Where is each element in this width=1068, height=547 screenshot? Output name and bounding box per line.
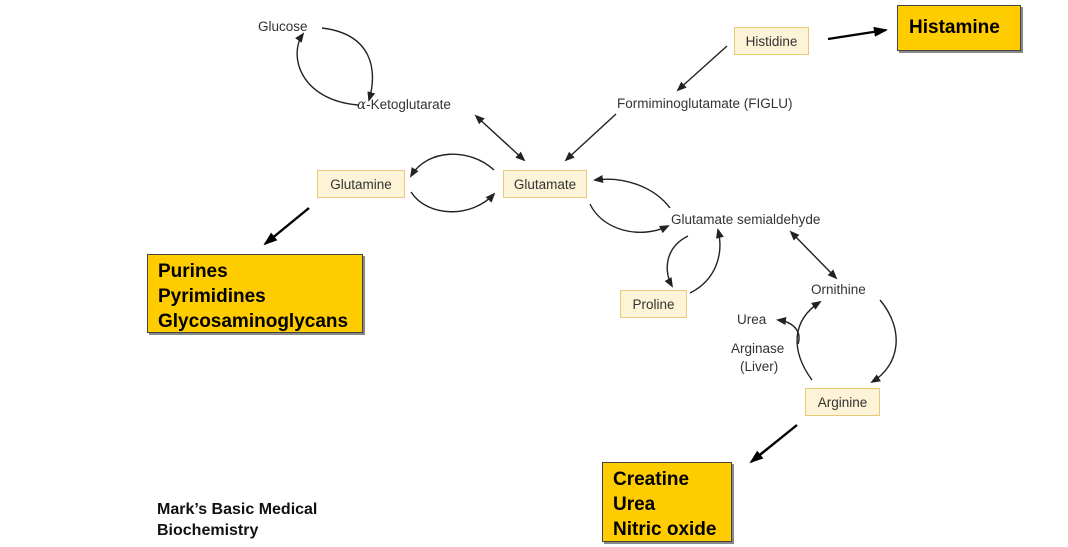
arrow-semialdehyde-to-glutamate <box>593 175 671 209</box>
arrow-glutamate-to-semialdehyde <box>589 203 670 234</box>
histamine-box: Histamine <box>897 5 1021 51</box>
glutamate-node: Glutamate <box>503 170 587 198</box>
arrow-glucose-to-ketoglutarate <box>321 27 376 102</box>
arrow-glutamine-to-glutamate <box>410 191 496 213</box>
arrow-proline-to-semialdehyde <box>689 228 724 294</box>
product-creatine: Creatine <box>613 469 690 490</box>
histamine-text: Histamine <box>909 17 1000 38</box>
arrow-ketoglutarate-glutamate <box>474 114 526 162</box>
glucose-label: Glucose <box>258 19 308 34</box>
arrow-arginine-to-products <box>749 424 798 464</box>
arginine-products-box: Creatine Urea Nitric oxide <box>602 462 732 542</box>
urea-label: Urea <box>737 312 767 327</box>
product-urea: Urea <box>613 494 656 515</box>
arginase-label: Arginase <box>731 341 785 356</box>
arrow-histidine-to-histamine <box>827 26 888 41</box>
source-line-2: Biochemistry <box>157 522 259 539</box>
source-citation: Mark’s Basic Medical Biochemistry <box>157 499 317 541</box>
glutamine-node: Glutamine <box>317 170 405 198</box>
product-pyrimidines: Pyrimidines <box>158 286 266 307</box>
arrow-glutamine-to-products <box>263 207 310 246</box>
histidine-node: Histidine <box>734 27 809 55</box>
ornithine-label: Ornithine <box>811 282 866 297</box>
product-nitric-oxide: Nitric oxide <box>613 519 717 540</box>
proline-node: Proline <box>620 290 687 318</box>
arrow-ornithine-to-arginine <box>870 299 897 384</box>
arrow-ketoglutarate-to-glucose <box>295 32 359 106</box>
figlu-label: Formiminoglutamate (FIGLU) <box>617 96 793 111</box>
ketoglutarate-text: -Ketoglutarate <box>366 97 451 112</box>
source-line-1: Mark’s Basic Medical <box>157 501 318 518</box>
arrow-semialdehyde-ornithine <box>789 230 838 280</box>
glutamine-products-box: Purines Pyrimidines Glycosaminoglycans <box>147 254 363 333</box>
arrow-arginine-to-ornithine <box>796 300 822 381</box>
arrow-glutamate-to-glutamine <box>409 153 495 178</box>
arginine-node: Arginine <box>805 388 880 416</box>
product-glycosaminoglycans: Glycosaminoglycans <box>158 311 349 332</box>
arrow-histidine-to-figlu <box>676 45 728 92</box>
product-purines: Purines <box>158 261 228 282</box>
arrow-figlu-to-glutamate <box>564 113 617 162</box>
arrow-semialdehyde-to-proline <box>664 235 689 288</box>
liver-label: (Liver) <box>740 359 779 374</box>
arrow-arginase-to-urea <box>776 317 800 345</box>
glutamate-semialdehyde-label: Glutamate semialdehyde <box>671 212 821 227</box>
alpha-symbol: α <box>357 97 367 113</box>
ketoglutarate-label: α-Ketoglutarate <box>357 97 451 113</box>
